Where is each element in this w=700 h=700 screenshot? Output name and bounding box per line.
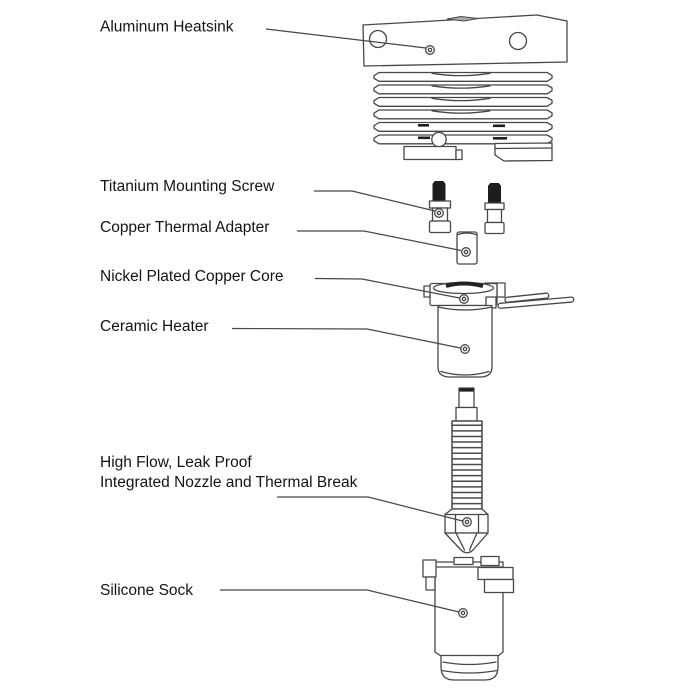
- label-ceramic-heater: Ceramic Heater: [100, 318, 209, 335]
- callout-marker-core: [459, 294, 469, 304]
- label-aluminum-heatsink: Aluminum Heatsink: [100, 19, 234, 36]
- heater-wires: [497, 292, 575, 309]
- leader-line-adapter: [297, 230, 462, 252]
- sock-top-notch-left: [453, 556, 474, 566]
- label-copper-thermal-adapter: Copper Thermal Adapter: [100, 219, 269, 236]
- heatsink-right-hole: [508, 31, 528, 51]
- mounting-screws-illustration: [428, 181, 505, 235]
- sock-right-block-upper: [477, 566, 514, 581]
- leader-line-heatsink: [265, 28, 427, 49]
- label-silicone-sock: Silicone Sock: [100, 582, 193, 599]
- right-screw-thread: [488, 183, 501, 204]
- leader-line-nozzle: [277, 496, 463, 522]
- left-screw-flange: [428, 200, 452, 209]
- label-nozzle-line1: High Flow, Leak Proof: [100, 454, 252, 471]
- callout-marker-heatsink: [425, 45, 435, 55]
- left-screw-thread: [432, 181, 446, 202]
- label-nozzle-line2: Integrated Nozzle and Thermal Break: [100, 474, 358, 491]
- callout-marker-sock: [458, 608, 468, 618]
- callout-marker-screw: [434, 208, 444, 218]
- heater-cylinder: [437, 304, 493, 378]
- label-titanium-mounting-screw: Titanium Mounting Screw: [100, 178, 275, 195]
- heatsink-top-slot: [446, 15, 479, 22]
- nozzle-threads: [451, 420, 483, 510]
- silicone-sock-illustration: [422, 555, 515, 681]
- callout-marker-heater: [460, 344, 470, 354]
- right-screw-flange: [484, 202, 505, 211]
- nozzle-illustration: [444, 387, 489, 554]
- right-screw-body: [486, 208, 503, 224]
- heatsink-fins: [373, 71, 553, 148]
- heatsink-top-block: [362, 14, 568, 67]
- heatsink-left-hole: [368, 29, 388, 49]
- leader-line-core: [314, 277, 460, 299]
- sock-right-block-lower: [483, 578, 515, 594]
- nozzle-cone-tip: [444, 532, 489, 554]
- leader-line-screw: [314, 190, 436, 212]
- heatsink-illustration: [362, 14, 568, 162]
- heatsink-fin-hole: [431, 131, 447, 148]
- leader-line-sock: [220, 589, 460, 613]
- nozzle-collar: [455, 406, 478, 422]
- right-screw-head: [484, 221, 505, 235]
- label-nickel-plated-copper-core: Nickel Plated Copper Core: [100, 268, 284, 285]
- heatsink-base: [403, 142, 553, 162]
- left-screw-head: [428, 220, 452, 234]
- leader-line-heater: [231, 327, 461, 349]
- sock-bottom-step: [440, 654, 499, 681]
- callout-marker-nozzle: [462, 517, 472, 527]
- callout-marker-adapter: [461, 247, 471, 257]
- sock-top-notch-right: [480, 555, 500, 567]
- sock-left-ear: [422, 559, 437, 578]
- copper-core-illustration: [423, 281, 506, 309]
- ceramic-heater-illustration: [437, 292, 575, 378]
